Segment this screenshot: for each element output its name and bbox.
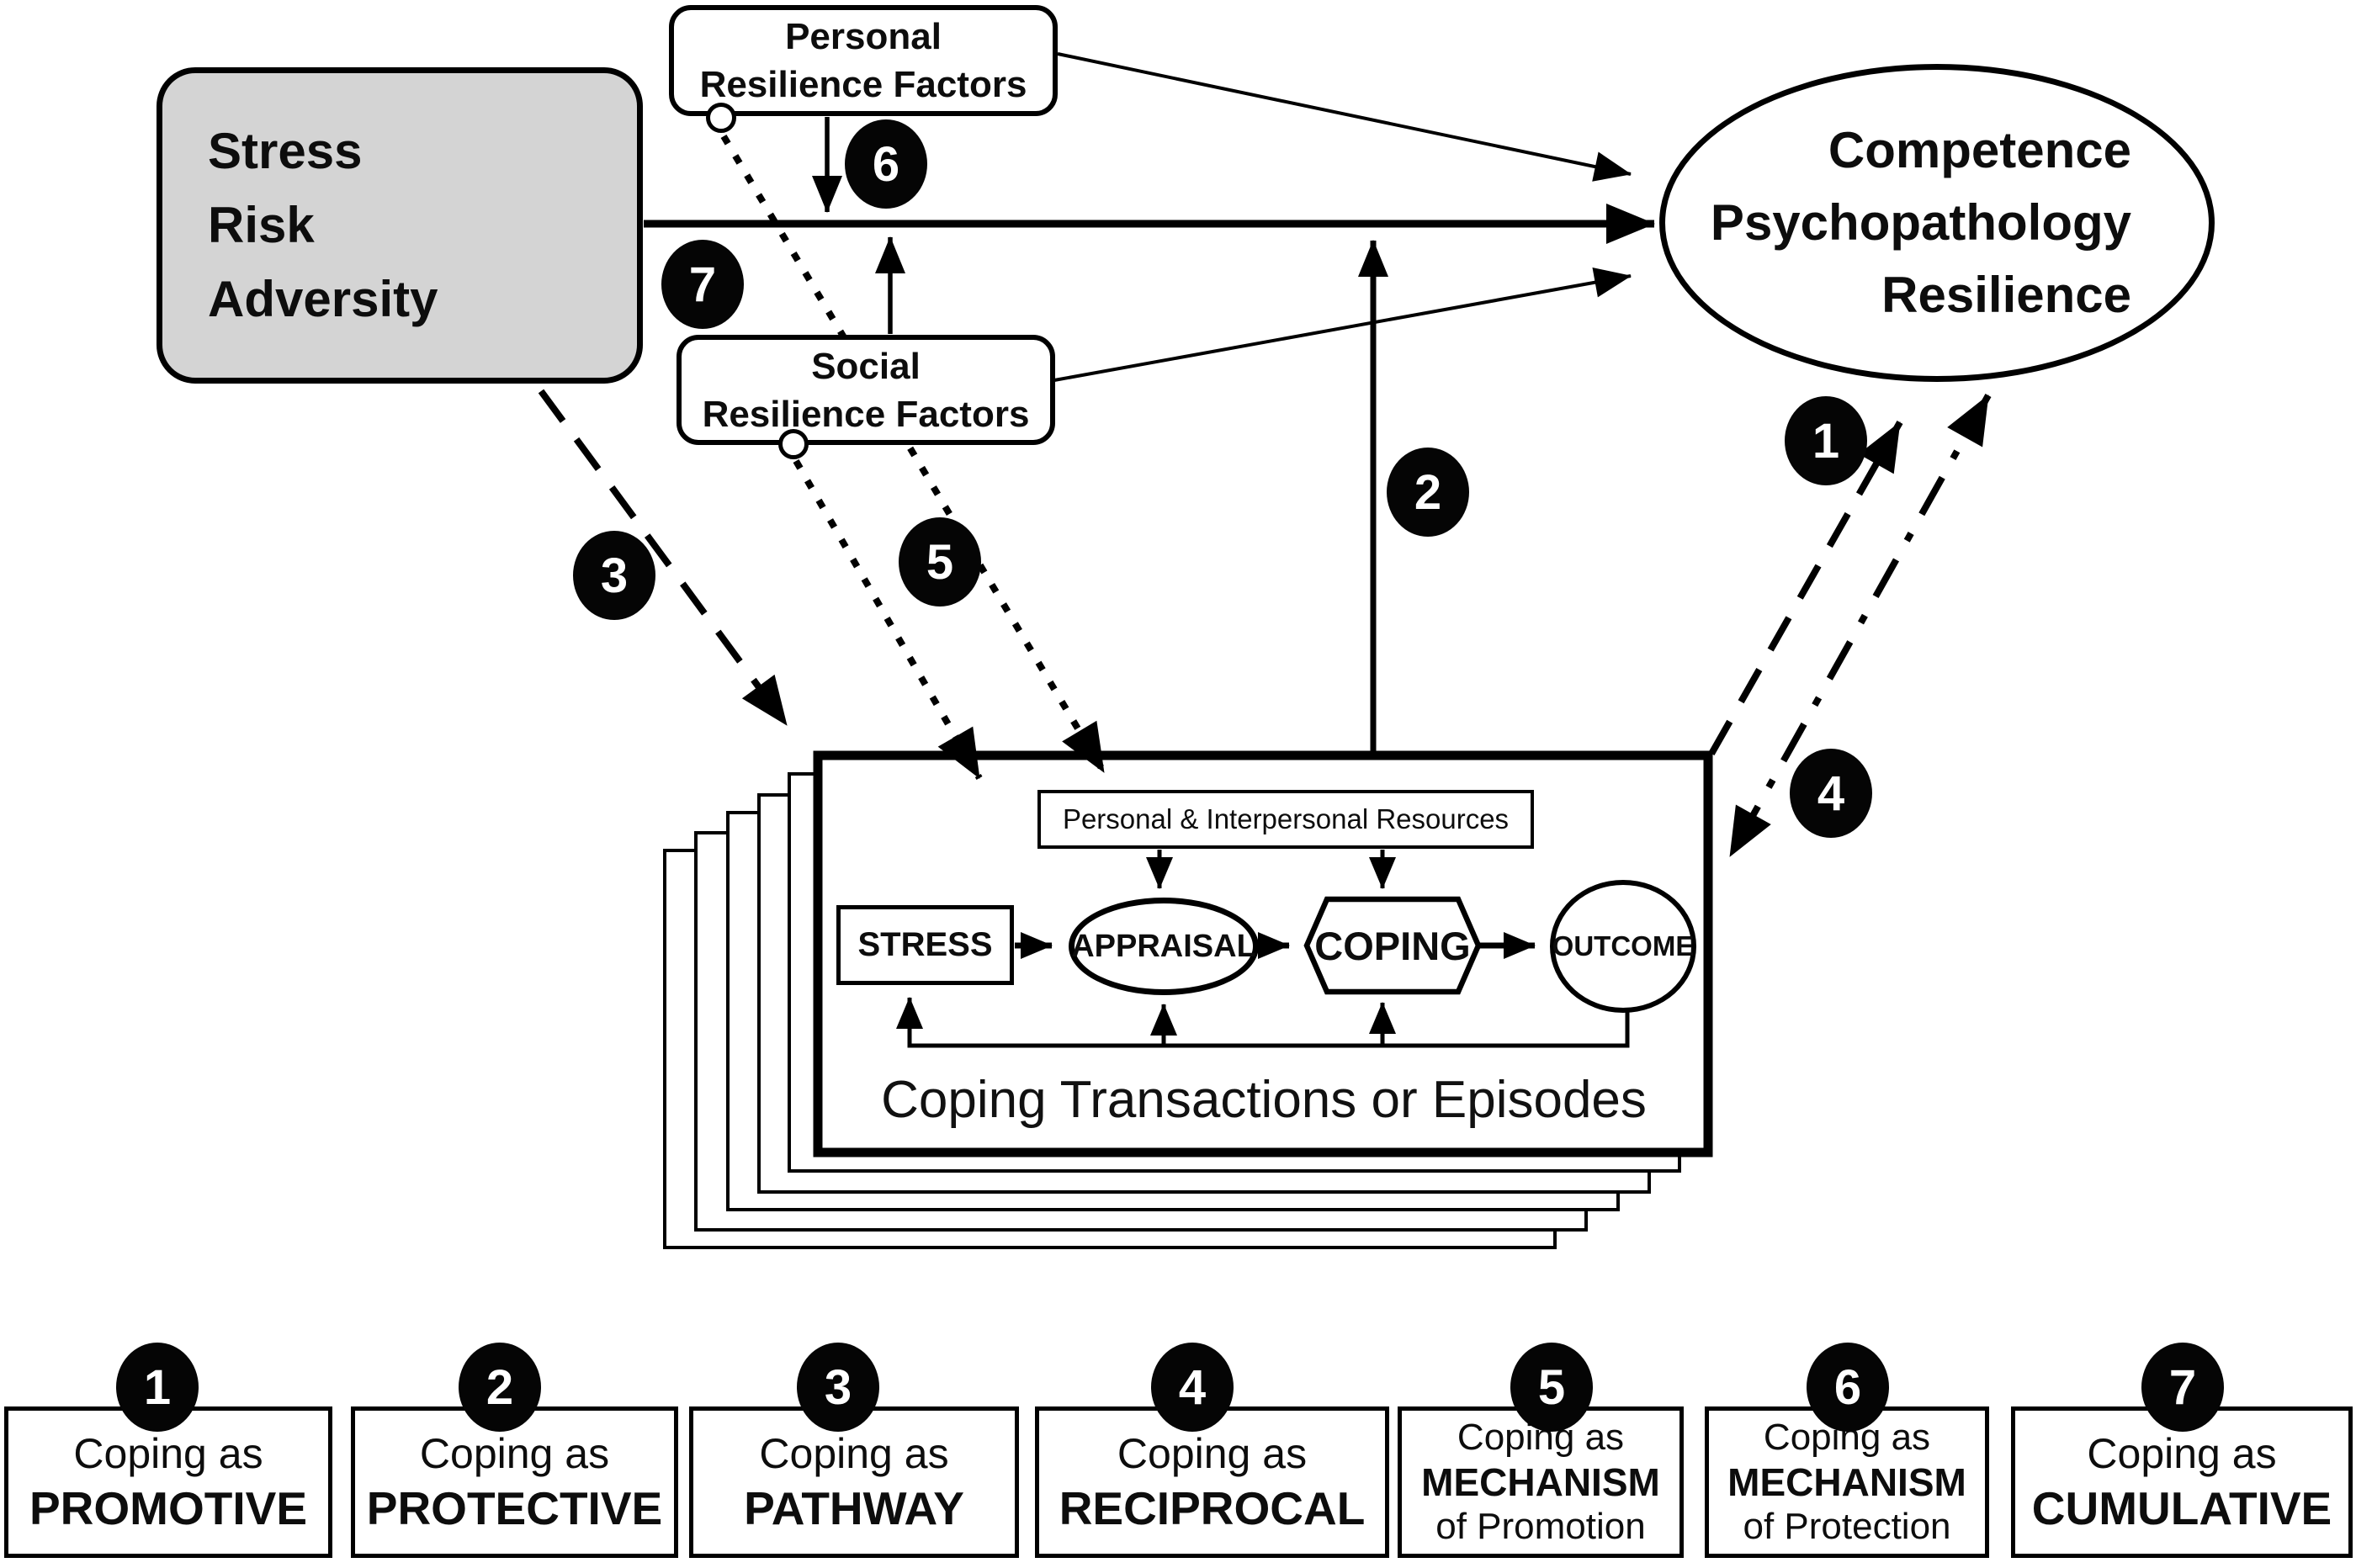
legend-marker-4: 4 (1151, 1343, 1234, 1432)
path-marker-2-label: 2 (1414, 464, 1442, 520)
path-marker-1: 1 (1785, 396, 1867, 485)
coping-hexagon (1303, 896, 1482, 995)
personal-box-line: Personal (785, 16, 942, 57)
legend-3-line2: PATHWAY (744, 1482, 964, 1534)
stress-box-line: Adversity (208, 271, 438, 327)
legend-marker-7-label: 7 (2168, 1359, 2197, 1415)
path-marker-3-label: 3 (600, 548, 629, 603)
stage-coping-label: COPING (1314, 923, 1471, 968)
legend-6-line3: of Protection (1743, 1506, 1951, 1547)
path-3-stress-to-coping-dashed-arrow (538, 389, 790, 728)
personal-resilience-factors-box: Personal Resilience Factors (669, 5, 1058, 116)
legend-marker-4-label: 4 (1178, 1359, 1207, 1415)
path-5-social-to-coping-dotted-arrow (793, 458, 983, 781)
legend-marker-6-label: 6 (1833, 1359, 1862, 1415)
path-marker-7: 7 (661, 240, 744, 329)
path-marker-5-label: 5 (926, 534, 954, 590)
stage-outcome-circle: OUTCOME (1550, 880, 1696, 1013)
legend-marker-5-label: 5 (1537, 1359, 1566, 1415)
stress-risk-adversity-box: Stress Risk Adversity (157, 67, 643, 384)
stress-box-line: Stress (208, 123, 363, 179)
social-resilience-factors-box: Social Resilience Factors (677, 335, 1055, 445)
social-moderation-dot (778, 429, 809, 459)
path-marker-6-label: 6 (872, 136, 900, 192)
stage-stress-box: STRESS (836, 905, 1014, 985)
legend-marker-5: 5 (1510, 1343, 1593, 1432)
personal-box-line: Resilience Factors (699, 64, 1027, 105)
legend-4-line1: Coping as (1117, 1430, 1308, 1477)
legend-marker-7: 7 (2141, 1343, 2224, 1432)
path-marker-4: 4 (1790, 749, 1872, 838)
feedback-loop-line (896, 997, 1630, 1048)
legend-3-line1: Coping as (759, 1430, 949, 1477)
outcome-ellipse-line: Competence (1828, 122, 2131, 178)
stage-coping-hexagon-label: COPING (1307, 899, 1478, 992)
legend-item-3-pathway: Coping as PATHWAY (689, 1406, 1019, 1558)
legend-2-line1: Coping as (419, 1430, 610, 1477)
resources-label: Personal & Interpersonal Resources (1062, 803, 1510, 834)
social-factors-to-outcome-arrow (1053, 267, 1632, 382)
legend-marker-3: 3 (797, 1343, 879, 1432)
legend-7-line1: Coping as (2087, 1430, 2277, 1477)
path-marker-3: 3 (573, 531, 655, 620)
path-marker-1-label: 1 (1812, 413, 1840, 469)
legend-marker-1: 1 (116, 1343, 199, 1432)
legend-1-line2: PROMOTIVE (29, 1482, 308, 1534)
path-marker-2: 2 (1387, 448, 1469, 537)
legend-item-4-reciprocal: Coping as RECIPROCAL (1035, 1406, 1389, 1558)
path-marker-6: 6 (845, 119, 927, 209)
legend-marker-3-label: 3 (824, 1359, 852, 1415)
legend-marker-6: 6 (1807, 1343, 1889, 1432)
legend-2-line2: PROTECTIVE (366, 1482, 663, 1534)
legend-item-2-protective: Coping as PROTECTIVE (351, 1406, 678, 1558)
legend-item-7-cumulative: Coping as CUMULATIVE (2011, 1406, 2353, 1558)
legend-4-line2: RECIPROCAL (1059, 1482, 1366, 1534)
legend-5-line2: MECHANISM (1421, 1460, 1660, 1504)
legend-marker-2-label: 2 (486, 1359, 514, 1415)
legend-1-line1: Coping as (73, 1430, 263, 1477)
legend-item-1-promotive: Coping as PROMOTIVE (4, 1406, 332, 1558)
legend-5-line3: of Promotion (1435, 1506, 1646, 1547)
social-box-line: Social (811, 345, 921, 387)
path-marker-7-label: 7 (688, 257, 717, 312)
path-marker-4-label: 4 (1817, 765, 1845, 821)
resources-box: Personal & Interpersonal Resources (1037, 790, 1534, 849)
stage-stress-label: STRESS (857, 926, 993, 963)
legend-7-line2: CUMULATIVE (2031, 1482, 2332, 1534)
stage-appraisal-label: APPRAISAL (1071, 928, 1256, 964)
social-box-line: Resilience Factors (702, 393, 1030, 435)
personal-moderation-dot (706, 103, 736, 133)
stress-box-line: Risk (208, 197, 315, 253)
coping-box-title: Coping Transactions or Episodes (835, 1070, 1693, 1130)
outcome-ellipse-line: Psychopathology (1710, 194, 2131, 251)
competence-psychopathology-resilience-ellipse: Competence Psychopathology Resilience (1659, 64, 2215, 382)
coping-box-title-text: Coping Transactions or Episodes (881, 1071, 1647, 1129)
stage-outcome-label: OUTCOME (1552, 930, 1695, 961)
legend-6-line2: MECHANISM (1727, 1460, 1966, 1504)
outcome-ellipse-line: Resilience (1881, 267, 2131, 323)
path-marker-5: 5 (899, 517, 981, 607)
path-5-personal-to-coping-dotted-arrow (720, 134, 1107, 775)
legend-marker-2: 2 (459, 1343, 541, 1432)
legend-item-5-mechanism-promotion: Coping as MECHANISM of Promotion (1398, 1406, 1684, 1558)
legend-marker-1-label: 1 (143, 1359, 172, 1415)
stage-appraisal-ellipse: APPRAISAL (1069, 898, 1259, 995)
personal-factors-to-outcome-arrow (1057, 52, 1632, 182)
